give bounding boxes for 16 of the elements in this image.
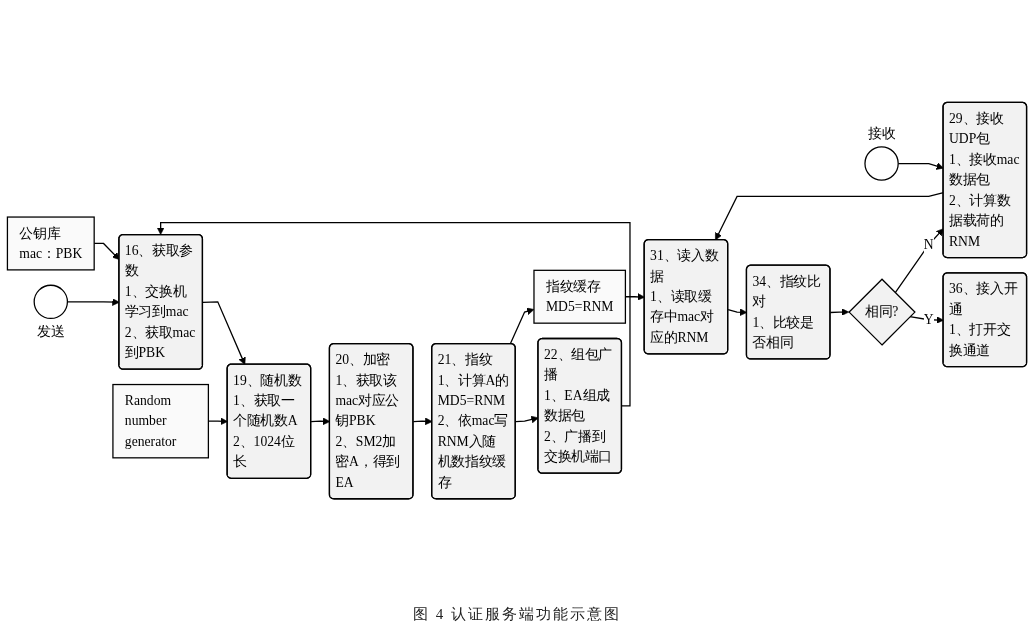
arrow [894,228,944,294]
node-label: 发送 [37,324,65,339]
node-diamond: 相同? [848,278,916,347]
node-box: Random number generator [112,384,210,459]
edge-label: Y [923,312,934,327]
node-label: 接收 [867,126,896,142]
node-box: 公钥库 mac：PBK [6,216,95,271]
arrow [156,222,631,407]
arrow [829,308,850,317]
edge-label: N [923,237,934,252]
arrow [202,301,246,366]
arrow [909,316,944,325]
node-circle [33,285,69,320]
node-box: 指纹缓存 MD5=RNM [533,270,627,325]
caption: 图 4 认证服务端功能示意图 [413,605,621,624]
node-circle [864,146,899,182]
